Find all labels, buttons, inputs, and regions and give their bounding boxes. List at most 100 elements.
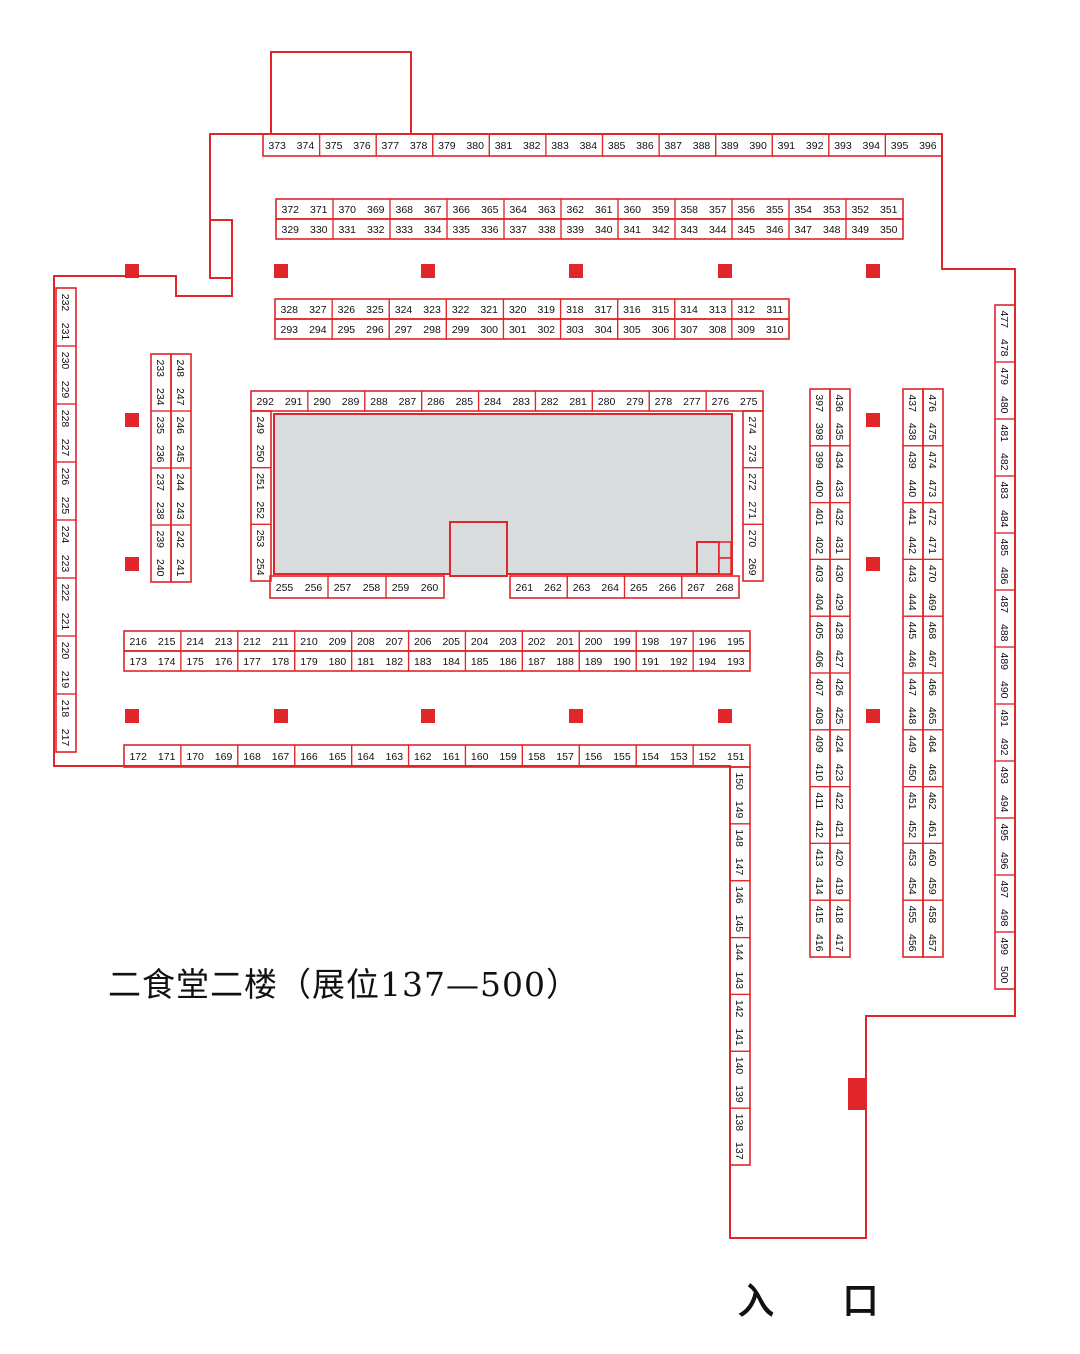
booth-number-173: 173 (129, 656, 147, 668)
booth-number-196: 196 (699, 636, 717, 648)
booth-number-187: 187 (528, 656, 546, 668)
booth-number-348: 348 (823, 224, 841, 236)
booth-cell (692, 744, 751, 768)
booth-number-469: 469 (926, 593, 938, 611)
booth-number-186: 186 (499, 656, 517, 668)
booth-number-406: 406 (813, 650, 825, 668)
booth-number-423: 423 (833, 764, 845, 782)
booth-number-325: 325 (366, 304, 384, 316)
booth-number-297: 297 (395, 324, 413, 336)
booth-number-162: 162 (414, 751, 432, 763)
booth-number-350: 350 (880, 224, 898, 236)
booth-number-486: 486 (998, 567, 1010, 585)
booth-number-296: 296 (366, 324, 384, 336)
booth-number-244: 244 (174, 473, 186, 491)
booth-number-307: 307 (680, 324, 698, 336)
pillar (866, 264, 880, 278)
booth-number-249: 249 (254, 416, 266, 434)
booth-number-440: 440 (906, 480, 918, 498)
booth-number-152: 152 (699, 751, 717, 763)
booth-number-417: 417 (833, 934, 845, 952)
booth-number-429: 429 (833, 593, 845, 611)
booth-number-287: 287 (399, 396, 417, 408)
booth-number-226: 226 (59, 468, 71, 486)
booth-number-248: 248 (174, 359, 186, 377)
booth-number-409: 409 (813, 735, 825, 753)
booth-number-362: 362 (566, 204, 584, 216)
booth-group-right-wall: 4774784794804814824834844854864874884894… (994, 304, 1016, 990)
booth-number-139: 139 (733, 1085, 745, 1103)
booth-number-434: 434 (833, 451, 845, 469)
booth-number-326: 326 (338, 304, 356, 316)
booth-number-245: 245 (174, 445, 186, 463)
booth-number-411: 411 (813, 792, 825, 809)
pillar (718, 264, 732, 278)
booth-number-410: 410 (813, 764, 825, 782)
booth-number-344: 344 (709, 224, 727, 236)
booth-number-181: 181 (357, 656, 375, 668)
booth-number-165: 165 (329, 751, 347, 763)
booth-number-193: 193 (727, 656, 745, 668)
booth-number-493: 493 (998, 766, 1010, 784)
booth-number-484: 484 (998, 510, 1010, 528)
booth-number-166: 166 (300, 751, 318, 763)
booth-number-437: 437 (906, 394, 918, 412)
pillar (274, 264, 288, 278)
booth-number-347: 347 (794, 224, 812, 236)
booth-number-408: 408 (813, 707, 825, 725)
booth-number-495: 495 (998, 823, 1010, 841)
booth-number-341: 341 (623, 224, 641, 236)
booth-number-308: 308 (709, 324, 727, 336)
booth-number-312: 312 (737, 304, 755, 316)
booth-number-462: 462 (926, 792, 938, 810)
booth-number-250: 250 (254, 445, 266, 463)
booth-number-468: 468 (926, 622, 938, 640)
booth-number-367: 367 (424, 204, 442, 216)
booth-number-180: 180 (329, 656, 347, 668)
booth-number-445: 445 (906, 622, 918, 640)
booth-number-402: 402 (813, 536, 825, 554)
booth-number-142: 142 (733, 1000, 745, 1018)
booth-cell (55, 693, 77, 753)
booth-number-342: 342 (652, 224, 670, 236)
booth-number-369: 369 (367, 204, 385, 216)
booth-number-315: 315 (652, 304, 670, 316)
booth-number-358: 358 (680, 204, 698, 216)
booth-number-232: 232 (59, 294, 71, 312)
booth-number-460: 460 (926, 849, 938, 867)
booth-number-332: 332 (367, 224, 385, 236)
booth-number-203: 203 (499, 636, 517, 648)
booth-number-403: 403 (813, 565, 825, 583)
booth-number-200: 200 (585, 636, 603, 648)
booth-number-257: 257 (334, 582, 352, 594)
booth-number-318: 318 (566, 304, 584, 316)
booth-number-242: 242 (174, 530, 186, 548)
booth-number-188: 188 (556, 656, 574, 668)
booth-number-389: 389 (721, 140, 739, 152)
booth-number-366: 366 (452, 204, 470, 216)
pillar (125, 557, 139, 571)
booth-number-457: 457 (926, 934, 938, 952)
booth-number-448: 448 (906, 707, 918, 725)
booth-number-425: 425 (833, 707, 845, 725)
booth-number-323: 323 (423, 304, 441, 316)
booth-number-289: 289 (342, 396, 360, 408)
booth-number-309: 309 (737, 324, 755, 336)
booth-number-238: 238 (154, 502, 166, 520)
booth-number-150: 150 (733, 772, 745, 790)
booth-number-340: 340 (595, 224, 613, 236)
booth-group-column-e-right: 4764754744734724714704694684674664654644… (922, 388, 944, 958)
booth-number-239: 239 (154, 530, 166, 548)
booth-number-275: 275 (740, 396, 758, 408)
booth-number-284: 284 (484, 396, 502, 408)
booth-number-273: 273 (746, 445, 758, 463)
booth-number-450: 450 (906, 764, 918, 782)
booth-number-256: 256 (305, 582, 323, 594)
booth-number-227: 227 (59, 439, 71, 457)
booth-number-330: 330 (310, 224, 328, 236)
booth-number-407: 407 (813, 678, 825, 696)
